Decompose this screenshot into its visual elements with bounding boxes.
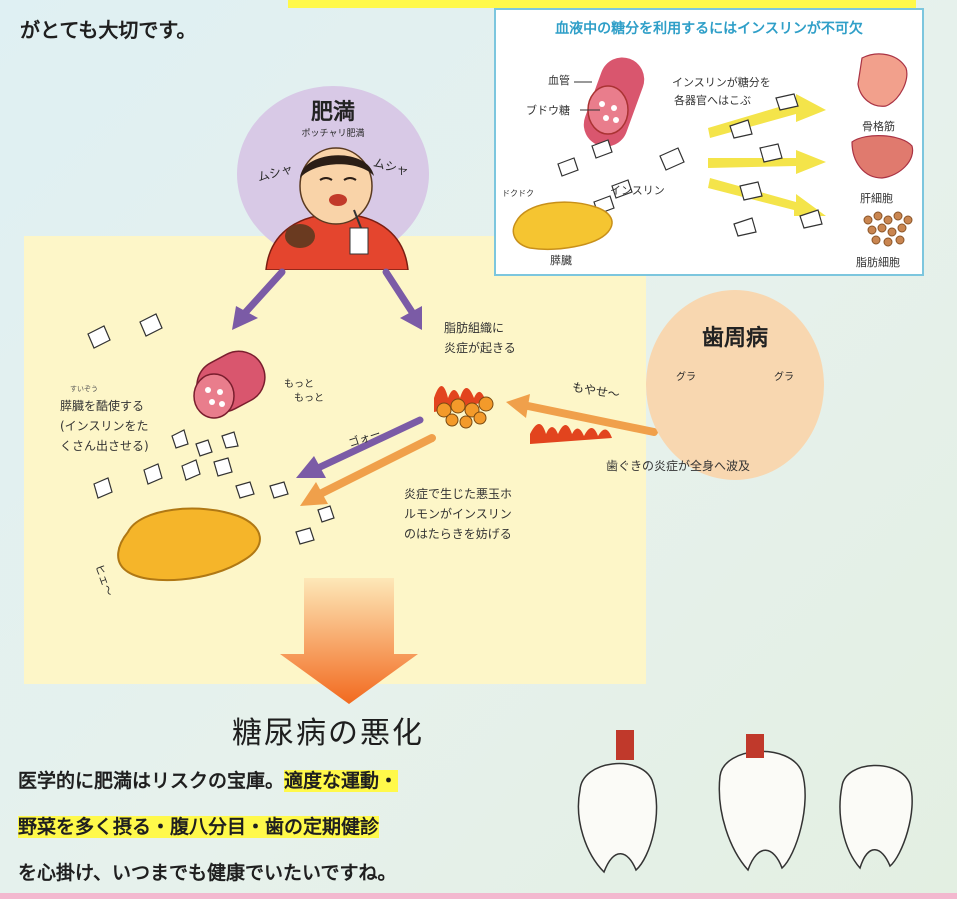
bad-hormone-line-3: のはたらきを妨げる (404, 527, 512, 541)
inset-title: 血液中の糖分を利用するにはインスリンが不可欠 (555, 21, 863, 37)
closing-line-1-plain: 医学的に肥満はリスクの宝庫。 (18, 770, 285, 792)
obesity-title: 肥満 (310, 100, 355, 125)
bad-hormone-text: 炎症で生じた悪玉ホ ルモンがインスリン のはたらきを妨げる (404, 484, 512, 544)
fat-inflammation-line-2: 炎症が起きる (444, 341, 516, 355)
closing-line-3: を心掛け、いつまでも健康でいたいですね。 (18, 862, 397, 884)
intro-text: がとても大切です。 (20, 18, 197, 42)
bad-hormone-line-1: 炎症で生じた悪玉ホ (404, 487, 513, 501)
closing-line-1-highlight: 適度な運動・ (284, 770, 399, 792)
label-insulin-carry-2: 各器官へはこぶ (674, 94, 751, 107)
label-fat-cell: 脂肪細胞 (856, 256, 900, 269)
periodontitis-circle: 歯周病 グラ グラ (646, 290, 824, 480)
sfx-more-2: もっと (294, 393, 324, 404)
sfx-more-1: もっと (284, 379, 314, 390)
label-pancreas-sfx: ドクドク (502, 189, 534, 198)
fat-inflammation-line-1: 脂肪組織に (444, 321, 505, 335)
obesity-subtitle: ポッチャリ肥満 (301, 129, 365, 139)
label-insulin: インスリン (610, 184, 665, 197)
ruby-pancreas: すいぞう (70, 385, 98, 393)
label-liver: 肝細胞 (860, 192, 893, 205)
insulin-inset: 血液中の糖分を利用するにはインスリンが不可欠 血管 ブ (494, 8, 924, 276)
periodontitis-title: 歯周病 (701, 326, 768, 351)
periodontitis-caption: 歯ぐきの炎症が全身へ波及 (606, 459, 751, 473)
pancreas-text-line-1: 膵臓を酷使する (60, 399, 145, 413)
label-muscle: 骨格筋 (862, 120, 895, 133)
bottom-border (0, 893, 957, 899)
closing-line-1: 医学的に肥満はリスクの宝庫。適度な運動・ (18, 766, 399, 793)
label-pancreas: 膵臓 (550, 254, 572, 267)
diabetes-worsening-title: 糖尿病の悪化 (232, 716, 424, 751)
sfx-wobble-right: グラ (774, 372, 794, 383)
fat-inflammation-text: 脂肪組織に 炎症が起きる (444, 318, 516, 358)
pancreas-text-line-2: (インスリンをた (60, 419, 149, 433)
closing-line-2-highlight: 野菜を多く摂る・腹八分目・歯の定期健診 (18, 816, 380, 838)
label-blood-vessel: 血管 (548, 74, 570, 87)
label-insulin-carry: インスリンが糖分を (672, 76, 771, 89)
sfx-wobble-left: グラ (676, 372, 696, 383)
top-highlight-strip (288, 0, 916, 8)
eating-person-illustration (265, 147, 409, 270)
insulin-illustration (512, 53, 914, 250)
label-glucose: ブドウ糖 (526, 104, 570, 117)
closing-line-2: 野菜を多く摂る・腹八分目・歯の定期健診 (18, 812, 380, 839)
sfx-more: もっと もっと (284, 378, 324, 406)
pancreas-text-line-3: くさん出させる) (60, 439, 149, 453)
pancreas-overwork-text: 膵臓を酷使する (インスリンをた くさん出させる) (60, 396, 149, 456)
bad-hormone-line-2: ルモンがインスリン (404, 507, 512, 521)
